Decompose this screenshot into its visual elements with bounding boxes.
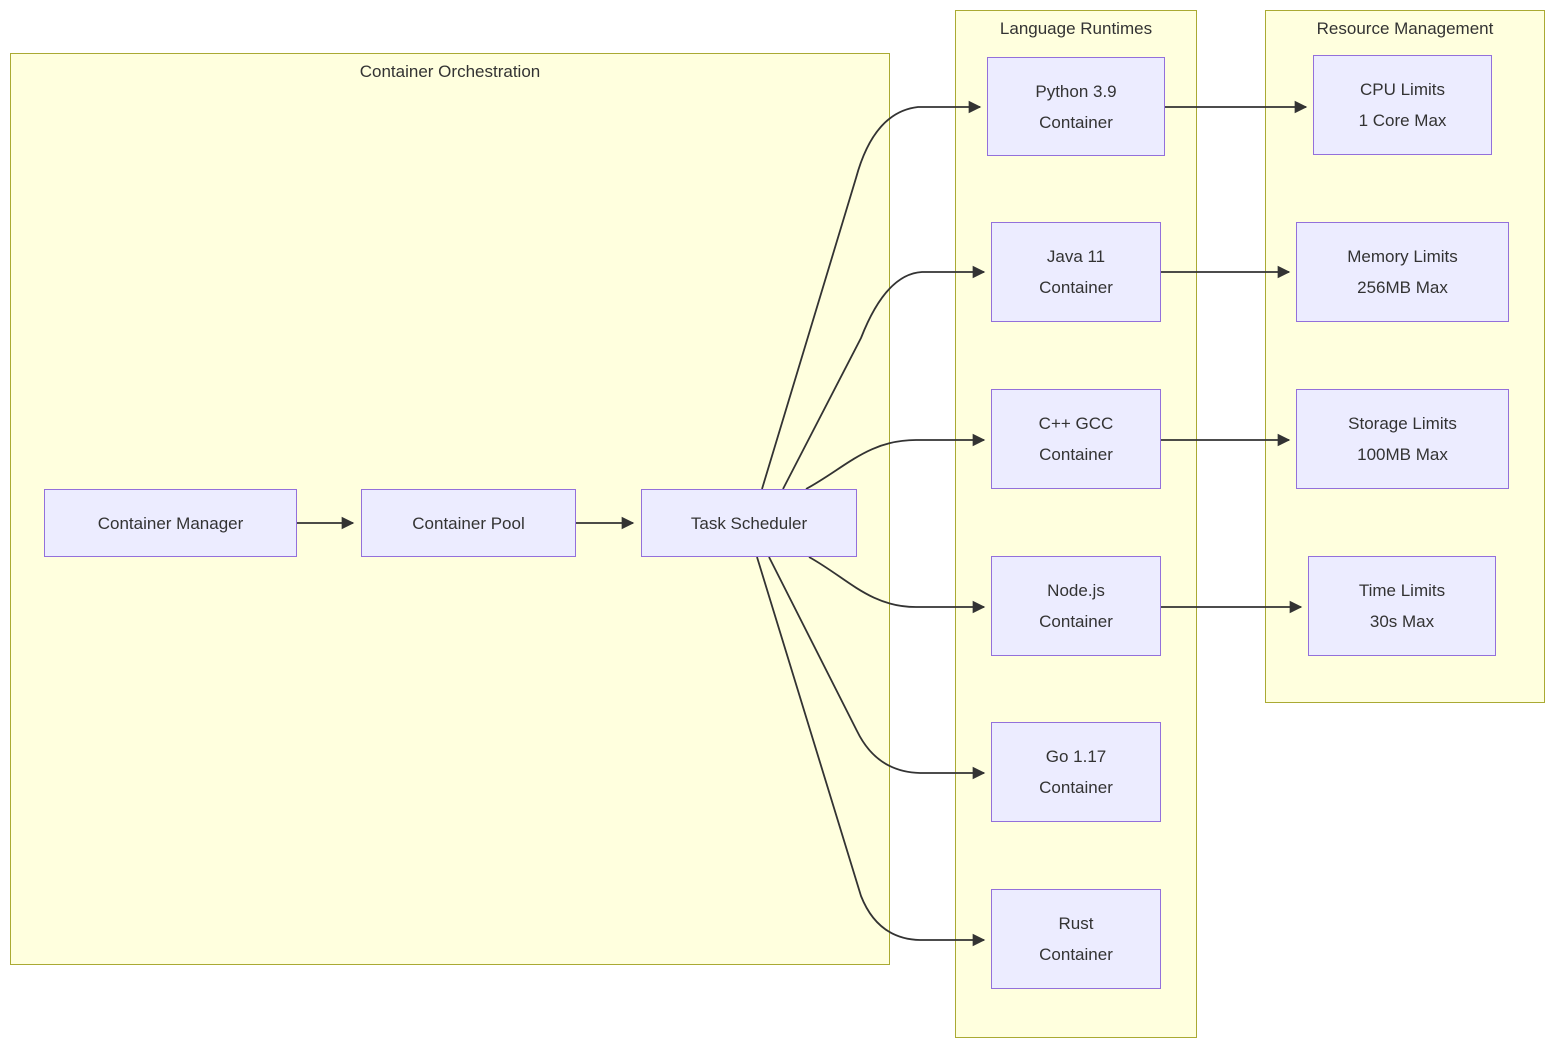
node-cpp-container: C++ GCC Container (991, 389, 1161, 489)
cluster-title-language-runtimes: Language Runtimes (999, 19, 1153, 38)
node-label: Time Limits (1358, 581, 1446, 600)
node-python-container: Python 3.9 Container (987, 57, 1165, 156)
node-storage-limits: Storage Limits 100MB Max (1296, 389, 1509, 489)
node-label: Container (1039, 445, 1113, 464)
node-label: C++ GCC (1038, 414, 1114, 433)
node-rust-container: Rust Container (991, 889, 1161, 989)
node-time-limits: Time Limits 30s Max (1308, 556, 1496, 656)
node-label: Container Pool (412, 513, 525, 533)
node-go-container: Go 1.17 Container (991, 722, 1161, 822)
cluster-title-resource-management: Resource Management (1316, 19, 1494, 38)
node-label: Storage Limits (1348, 414, 1457, 433)
cluster-language-runtimes: Language Runtimes (955, 10, 1197, 1038)
node-task-scheduler: Task Scheduler (641, 489, 857, 557)
node-label: Container Manager (97, 513, 244, 533)
node-label: Container (1039, 778, 1113, 797)
node-container-pool: Container Pool (361, 489, 576, 557)
node-label: Go 1.17 (1045, 747, 1107, 766)
node-label: Rust (1058, 914, 1094, 933)
node-label: Python 3.9 (1035, 81, 1117, 101)
node-label: Task Scheduler (690, 513, 808, 533)
node-label: Memory Limits (1347, 247, 1458, 266)
node-label: Container (1039, 945, 1113, 964)
node-label: 256MB Max (1357, 278, 1448, 297)
node-label: Java 11 (1046, 247, 1106, 266)
node-label: 100MB Max (1357, 445, 1448, 464)
cluster-title-container-orchestration: Container Orchestration (359, 62, 541, 81)
node-java-container: Java 11 Container (991, 222, 1161, 322)
node-label: CPU Limits (1359, 80, 1445, 99)
node-container-manager: Container Manager (44, 489, 297, 557)
node-memory-limits: Memory Limits 256MB Max (1296, 222, 1509, 322)
node-label: Container (1039, 612, 1113, 631)
node-label: Container (1039, 278, 1113, 297)
node-label: 1 Core Max (1358, 111, 1447, 130)
node-label: Container (1039, 112, 1113, 132)
node-label: 30s Max (1369, 612, 1435, 631)
node-nodejs-container: Node.js Container (991, 556, 1161, 656)
node-cpu-limits: CPU Limits 1 Core Max (1313, 55, 1492, 155)
node-label: Node.js (1047, 581, 1105, 600)
